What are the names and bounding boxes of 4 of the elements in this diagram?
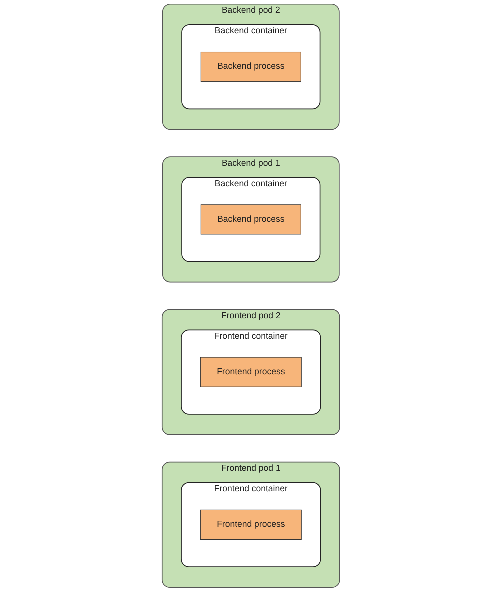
node-box: Backend process	[200, 52, 302, 82]
node-box: Backend process	[200, 204, 302, 235]
node-box: Frontend process	[200, 357, 302, 388]
node-box: Frontend process	[200, 510, 302, 540]
